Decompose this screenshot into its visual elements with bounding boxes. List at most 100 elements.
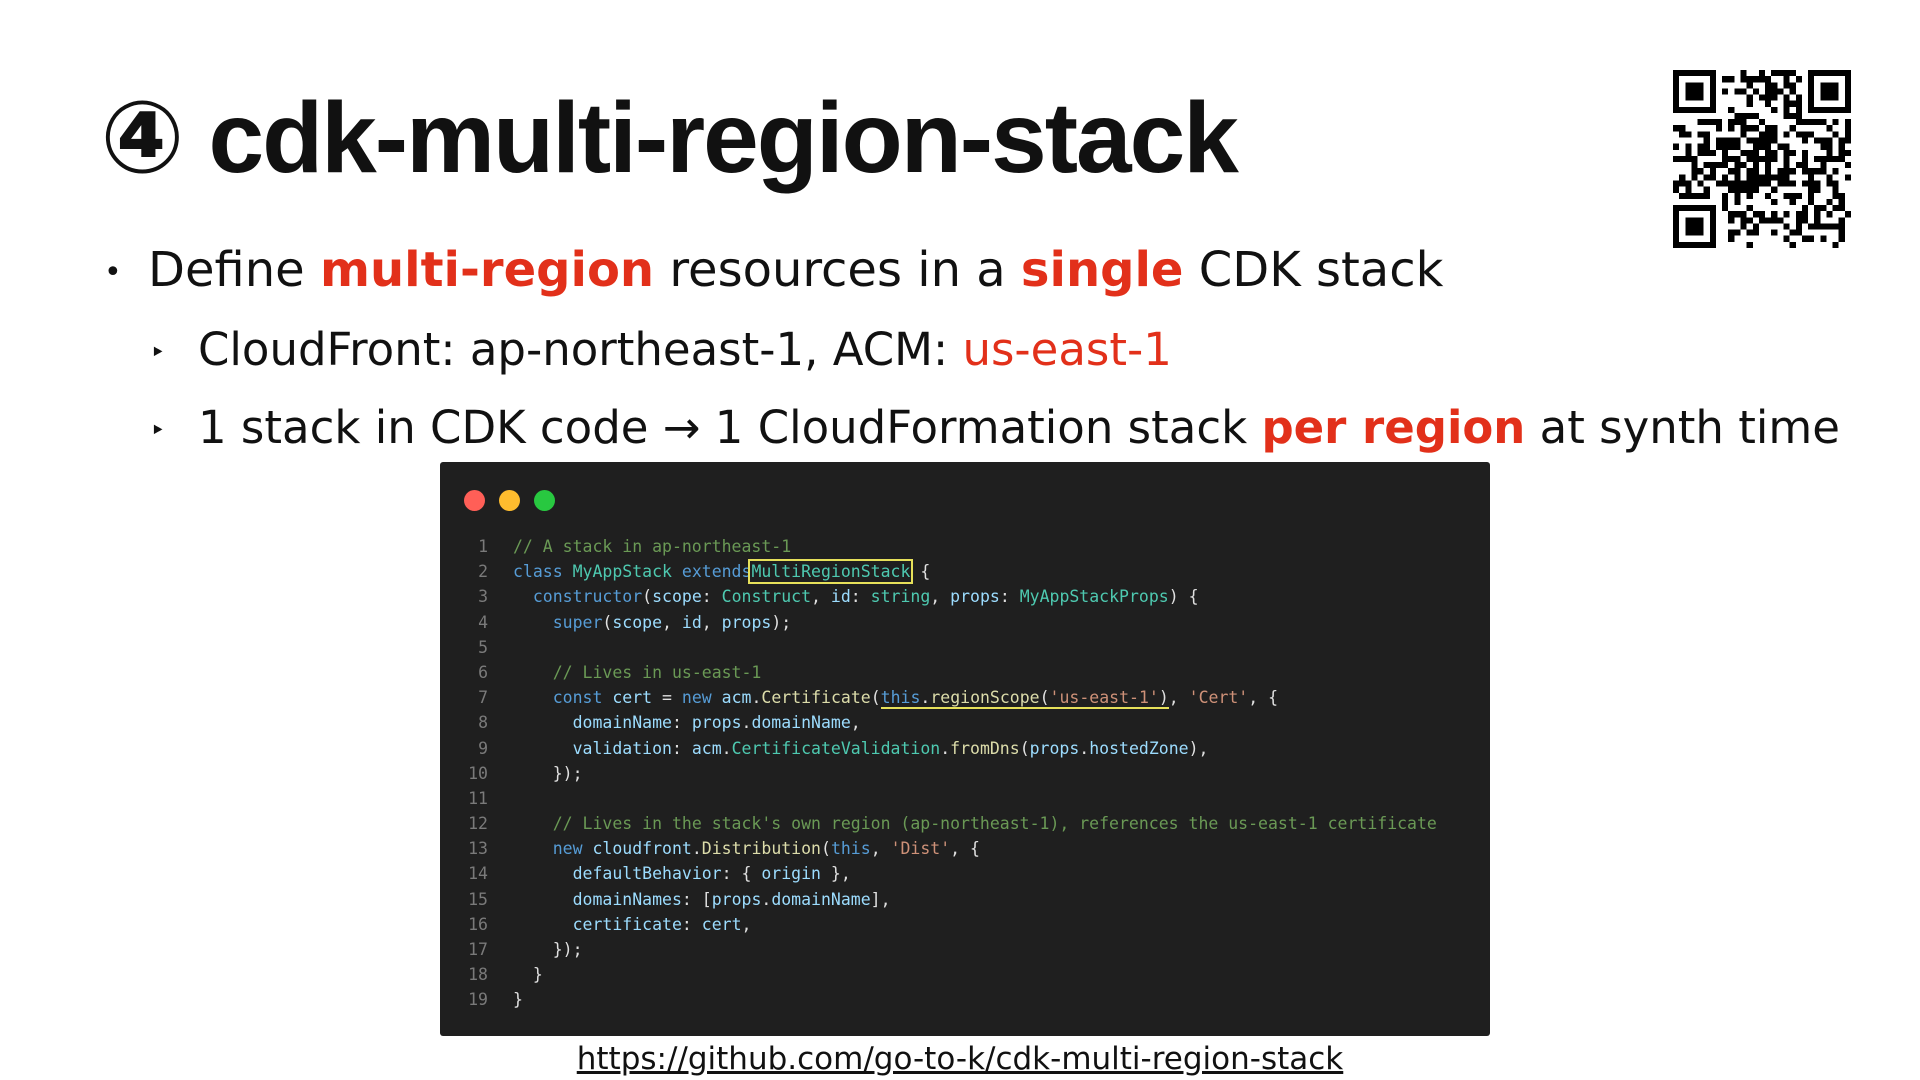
code-token: : {: [721, 864, 762, 884]
code-line: 5: [440, 635, 1490, 660]
highlight-multi-region: multi-region: [319, 242, 655, 298]
code-token: constructor: [532, 587, 643, 607]
code-token: .: [721, 738, 732, 758]
code-token: [513, 864, 573, 883]
line-number: 12: [468, 814, 488, 834]
code-token: ,: [701, 612, 722, 632]
code-token: new: [552, 839, 593, 859]
code-line: 12 // Lives in the stack's own region (a…: [440, 811, 1490, 836]
code-token: {: [910, 562, 931, 582]
code-line: 1// A stack in ap-northeast-1: [440, 534, 1490, 559]
line-number: 7: [478, 688, 488, 708]
code-token: ,: [741, 914, 752, 934]
code-token: (: [602, 612, 613, 632]
line-number: 4: [478, 612, 488, 632]
code-token: domainName: [771, 889, 871, 909]
code-token: });: [513, 940, 583, 959]
code-token: .: [741, 713, 752, 733]
code-text: super(scope, id, props);: [488, 610, 791, 635]
window-controls: [464, 490, 555, 511]
line-number: 8: [478, 713, 488, 733]
code-token: [513, 915, 573, 934]
code-token: , {: [950, 839, 980, 859]
code-text: [488, 786, 513, 811]
code-token: (: [821, 839, 831, 859]
code-token: domainName: [751, 713, 851, 733]
code-token: fromDns: [950, 738, 1020, 758]
code-token: CertificateValidation: [731, 738, 941, 758]
code-token: props: [950, 587, 1000, 607]
sub-bullet-marker: ‣: [150, 338, 166, 368]
code-token: :: [850, 587, 871, 607]
code-text: }: [488, 962, 543, 987]
code-token: );: [771, 612, 792, 632]
code-line: 19}: [440, 987, 1490, 1012]
code-token: ): [1158, 688, 1169, 710]
code-token: Distribution: [701, 839, 821, 859]
line-number: 11: [468, 788, 488, 808]
code-token: class: [513, 562, 573, 582]
code-line: 6 // Lives in us-east-1: [440, 660, 1490, 685]
code-token: :: [681, 914, 702, 934]
code-token: (: [1019, 738, 1030, 758]
code-line: 16 certificate: cert,: [440, 912, 1490, 937]
line-number: 15: [468, 889, 488, 909]
code-line: 15 domainNames: [props.domainName],: [440, 887, 1490, 912]
code-line: 18 }: [440, 962, 1490, 987]
code-token: new: [681, 688, 722, 708]
code-line: 4 super(scope, id, props);: [440, 610, 1490, 635]
code-token: regionScope: [930, 688, 1040, 710]
code-line: 13 new cloudfront.Distribution(this, 'Di…: [440, 836, 1490, 861]
code-token: [513, 663, 553, 682]
code-token: [513, 839, 553, 858]
code-token: // Lives in us-east-1: [552, 662, 762, 682]
code-line: 14 defaultBehavior: { origin },: [440, 861, 1490, 886]
code-token: });: [513, 763, 583, 783]
code-token: acm: [691, 738, 722, 758]
code-token: [513, 890, 573, 909]
code-token: domainName: [572, 713, 672, 733]
code-token: props: [1029, 738, 1080, 758]
code-token: extends: [681, 562, 752, 582]
code-token: , {: [1248, 688, 1279, 708]
code-token: origin: [761, 864, 821, 884]
code-token: ],: [870, 889, 891, 909]
code-text: constructor(scope: Construct, id: string…: [488, 584, 1199, 609]
code-token: props: [711, 889, 762, 909]
code-token: (: [870, 688, 881, 708]
code-token: },: [820, 864, 851, 884]
line-number: 3: [478, 587, 488, 607]
code-token: .: [691, 839, 702, 859]
code-token: super: [552, 612, 603, 632]
code-token: ),: [1188, 738, 1209, 758]
code-token: id: [830, 587, 851, 607]
bullet-text: at synth time: [1525, 401, 1840, 454]
code-token: ,: [870, 839, 891, 859]
code-token: acm: [721, 688, 752, 708]
github-link[interactable]: https://github.com/go-to-k/cdk-multi-reg…: [576, 1041, 1344, 1077]
bullet-text: CloudFront: ap-northeast-1, ACM:: [198, 323, 963, 376]
bullet-text: CDK stack: [1183, 242, 1444, 298]
line-number: 6: [478, 662, 488, 682]
highlight-single: single: [1020, 242, 1184, 298]
code-token: 'us-east-1': [1049, 688, 1159, 710]
code-token: certificate: [572, 914, 682, 934]
code-token: cloudfront: [592, 839, 692, 859]
code-token: const: [552, 688, 613, 708]
code-token: cert: [612, 688, 653, 708]
code-token: scope: [652, 587, 702, 607]
code-text: new cloudfront.Distribution(this, 'Dist'…: [488, 836, 980, 861]
close-dot-icon: [464, 490, 485, 511]
code-token: [513, 587, 533, 606]
line-number: 10: [468, 763, 488, 783]
sub-bullet-synth: ‣1 stack in CDK code → 1 CloudFormation …: [150, 400, 1840, 459]
code-token: 'Cert': [1188, 688, 1249, 708]
code-text: // Lives in the stack's own region (ap-n…: [488, 811, 1437, 836]
code-token: .: [920, 688, 931, 710]
slide-title: ④ cdk-multi-region-stack: [100, 82, 1239, 194]
code-token: (: [642, 587, 653, 607]
code-line: 11: [440, 786, 1490, 811]
code-token: ,: [850, 713, 861, 733]
code-token: ,: [1168, 688, 1189, 708]
